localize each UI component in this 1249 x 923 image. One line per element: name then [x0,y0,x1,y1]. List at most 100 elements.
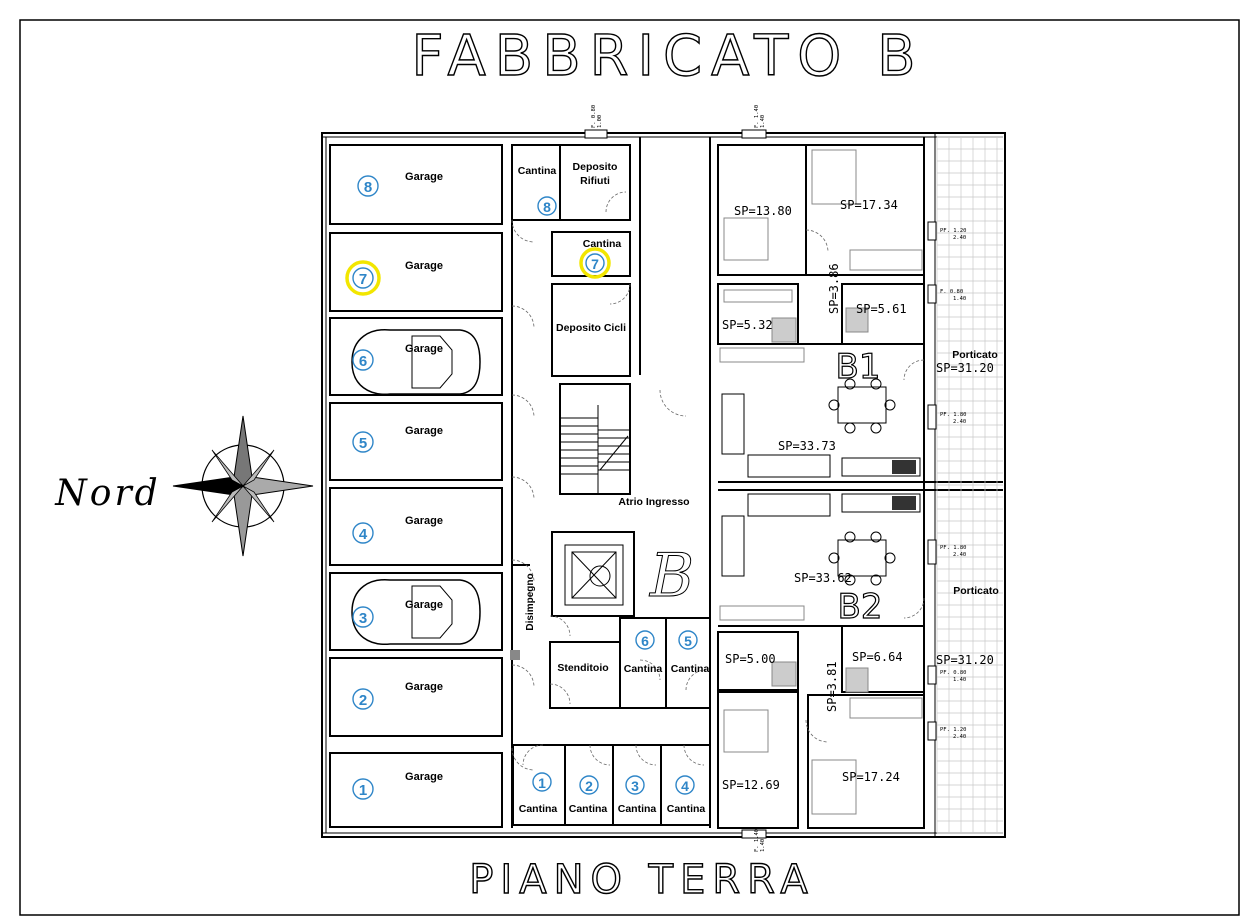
drawing-frame [19,19,1240,916]
cantina-number: 2 [585,778,593,794]
surface-value: SP=5.32 [722,318,773,332]
drawing-title: FABBRICATO B [411,24,924,89]
room-label: Cantina [569,803,608,815]
b1-furniture [719,149,923,478]
apartment-walls [717,133,1003,837]
cantina-number: 6 [641,633,649,649]
garage-label: Garage [405,425,443,437]
room-label: Rifiuti [580,175,610,187]
window-tag: F. 0.80 [591,105,597,128]
garage-label: Garage [405,599,443,611]
surface-value: SP=12.69 [722,778,780,792]
surface-value: SP=5.61 [856,302,907,316]
room-label: Cantina [667,803,706,815]
window-tags: F. 0.80 1.00 F. 1.40 1.40 F. 1.40 1.40 P… [591,105,967,852]
window-tag: PF. 1.80 [940,545,967,551]
window-tag: 2.40 [953,552,966,558]
garage-label: Garage [405,343,443,355]
garage-number: 3 [359,610,367,627]
building-outline [321,132,1006,838]
cantina-number: 5 [684,633,692,649]
car-icon [351,329,481,395]
garage-number: 6 [359,353,367,370]
room-label: Cantina [518,165,557,177]
b2-furniture [719,493,923,815]
room-label: Cantina [671,663,710,675]
surface-value: SP=17.24 [842,770,900,784]
surface-value: SP=6.64 [852,650,903,664]
surface-value: SP=31.20 [936,361,994,375]
window-tag: PF. 1.20 [940,228,967,234]
window-tag: 2.40 [953,734,966,740]
porch-label: Porticato [953,585,999,597]
highlight-ring [579,247,611,279]
garage-number: 7 [359,271,367,288]
portico-paving [936,136,1003,834]
garage-label: Garage [405,260,443,272]
window-tag: 2.40 [953,235,966,241]
apartment-labels: B1 B2 Porticato Porticato [835,346,999,627]
garage-badges: 8 7 6 5 4 3 2 1 [352,175,379,800]
window-tag: PF. 1.20 [940,727,967,733]
cantina-number: 7 [591,256,599,272]
cantina-number: 4 [681,778,689,794]
apartment-b1-label: B1 [836,347,881,387]
car-icon [351,579,481,645]
room-label: Cantina [624,663,663,675]
room-label: Deposito [573,161,618,173]
room-label: Deposito Cicli [556,322,626,334]
window-tag: 1.40 [953,296,966,302]
surface-value: SP=3.81 [825,661,839,712]
garage-label: Garage [405,771,443,783]
garage-label: Garage [405,515,443,527]
room-label: Cantina [583,238,622,250]
surface-labels: SP=13.80 SP=17.34 SP=3.86 SP=5.61 SP=5.3… [722,198,994,792]
garage-label: Garage [405,171,443,183]
porch-label: Porticato [952,349,998,361]
garage-number: 8 [364,179,372,196]
garage-labels: Garage Garage Garage Garage Garage Garag… [405,171,443,783]
core-walls [510,137,711,828]
window-tag: PF. 0.80 [940,670,967,676]
cantina-number: 3 [631,778,639,794]
room-label: Stenditoio [557,662,608,674]
garage-label: Garage [405,681,443,693]
surface-value: SP=33.73 [778,439,836,453]
core-labels: Cantina 8 Deposito Rifiuti Cantina 7 Dep… [518,161,710,815]
window-tag: PF. 1.80 [940,412,967,418]
compass-label: Nord [54,473,160,514]
staircase [560,405,630,494]
window-tag: F. 1.40 [754,829,760,852]
garage-number: 5 [359,435,367,452]
window-tag: F. 0.80 [940,289,963,295]
room-label: Disimpegno [525,573,536,630]
compass-rose-icon [172,415,314,557]
surface-value: SP=5.00 [725,652,776,666]
door-swings [511,191,925,771]
garage-number: 4 [359,526,368,543]
room-label: Cantina [519,803,558,815]
room-label: Cantina [618,803,657,815]
garage-number: 1 [359,782,367,799]
window-tag: 1.40 [953,677,966,683]
elevator-icon [564,544,624,606]
cantina-number: 8 [543,199,551,215]
stair-letter: B [649,541,694,611]
highlight-ring [345,260,381,296]
apartment-b2-label: B2 [838,587,883,627]
window-tag: 1.40 [760,115,766,128]
window-tag: 1.40 [760,839,766,852]
window-tag: F. 1.40 [754,105,760,128]
floor-title: PIANO TERRA [469,857,814,903]
window-tag: 1.00 [597,115,603,128]
surface-value: SP=13.80 [734,204,792,218]
surface-value: SP=17.34 [840,198,898,212]
surface-value: SP=33.62 [794,571,852,585]
window-openings [584,129,937,839]
cantina-number: 1 [538,775,546,791]
room-label: Atrio Ingresso [618,496,689,508]
garage-block [329,144,513,828]
surface-value: SP=31.20 [936,653,994,667]
garage-number: 2 [359,692,367,709]
